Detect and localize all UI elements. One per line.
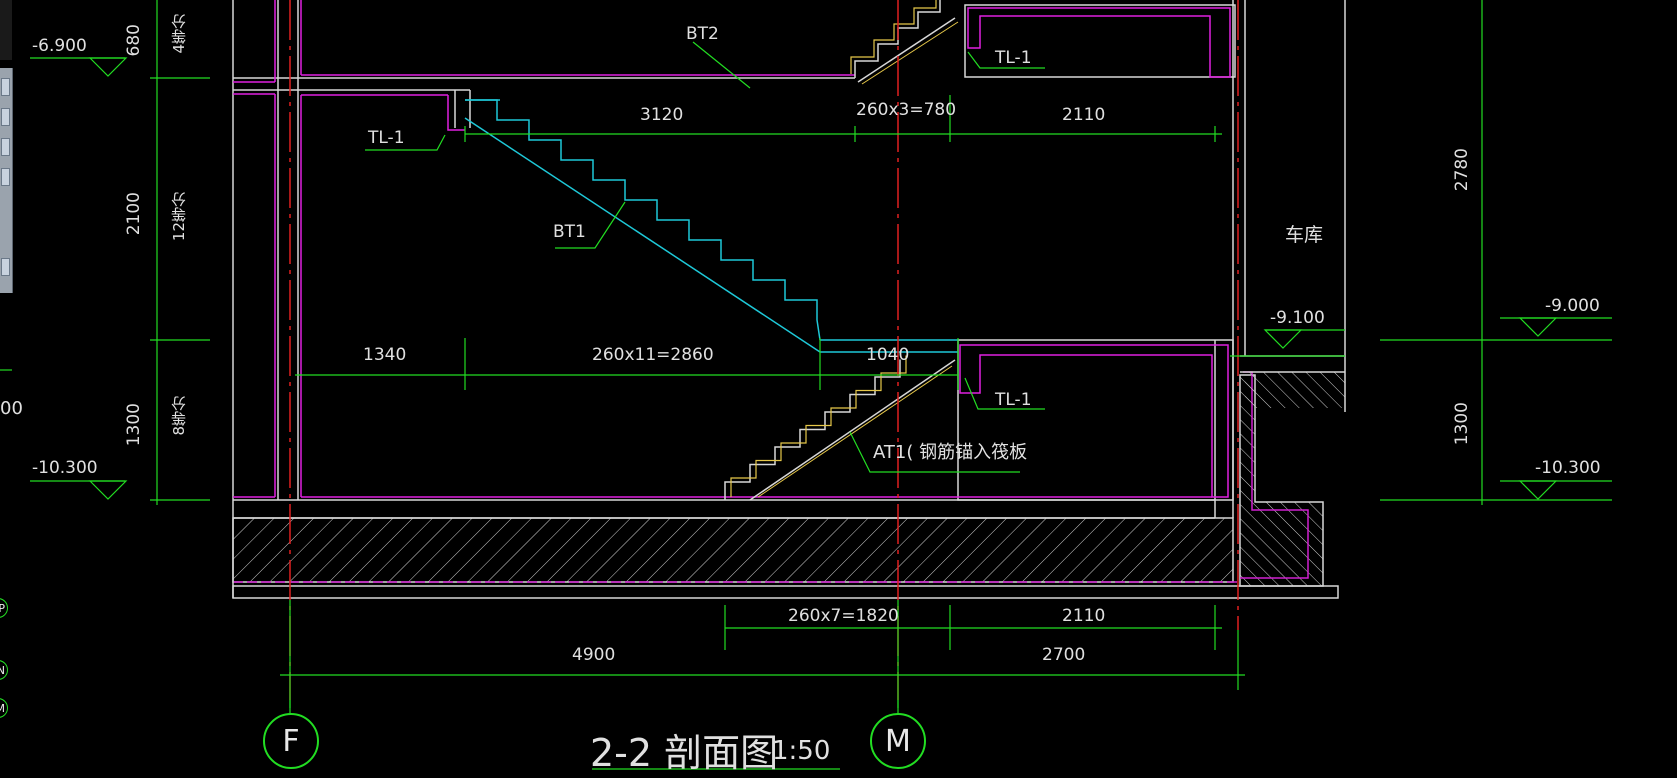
label-tl1-top: TL-1 [995,48,1032,68]
stair-at1-soffit [749,359,956,501]
stair-at1-soffit-y [757,365,953,498]
label-tl1-bottom: TL-1 [995,390,1032,410]
toolbar-button-3[interactable] [1,138,10,156]
dim-left-note-1: 4等分 [170,14,188,54]
stair-at1-finish [730,355,907,497]
toolbar-button-4[interactable] [1,168,10,186]
axis-lines [289,0,1239,700]
dim-overall-2: 2700 [1042,645,1086,665]
axis-bubble-m: M [870,713,926,769]
elevation-bottom-left: -10.300 [32,458,98,478]
dim-overall-1: 4900 [572,645,616,665]
left-toolbar[interactable] [0,68,13,293]
elevation-top-left: -6.900 [32,36,87,56]
dim-middle-3: 1040 [866,345,910,365]
stair-at1 [724,359,901,500]
foundation-base-strip [232,585,1339,599]
drawing-title: 2-2 剖面图 [590,731,779,775]
drawing-scale: 1:50 [772,736,831,766]
left-tab-strip [0,0,12,60]
elevation-mid-right: -9.100 [1270,308,1325,328]
label-at1: AT1( 钢筋锚入筏板 [873,442,1028,463]
walls [232,0,1346,598]
stair-bt1 [465,99,821,341]
dim-left-note-3: 8等分 [170,396,188,436]
label-garage: 车库 [1285,224,1324,246]
toolbar-button-5[interactable] [1,258,10,276]
elevation-right-upper: -9.000 [1545,296,1600,316]
dim-upper-1: 3120 [640,105,684,125]
dimension-lines [0,0,1612,770]
stair-bt2-soffit-y [861,21,959,85]
foundation-slab [232,517,1234,583]
stair-bt2-finish [850,0,937,74]
dim-middle-1: 1340 [363,345,407,365]
label-bt1: BT1 [553,222,586,242]
ground-hatch-right [1245,372,1345,408]
dim-upper-3: 2110 [1062,105,1106,125]
finish-lines [233,0,1231,498]
dim-left-vertical-2: 2100 [124,192,144,236]
dim-lower-2: 2110 [1062,606,1106,626]
dim-middle-2: 260x11=2860 [592,345,714,365]
dim-lower-1: 260x7=1820 [788,606,899,626]
dim-right-vertical-2: 1300 [1452,402,1472,446]
edge-fragment-text: 00 [0,398,23,419]
label-bt2: BT2 [686,24,719,44]
toolbar-button-2[interactable] [1,108,10,126]
label-tl1-left: TL-1 [368,128,405,148]
elevation-right-lower: -10.300 [1535,458,1601,478]
stair-bt1-soffit [464,117,821,353]
stair-bt2-soffit [857,17,956,83]
toolbar-button-1[interactable] [1,78,10,96]
dim-left-vertical-3: 1300 [124,403,144,447]
dim-upper-2: 260x3=780 [856,100,957,120]
dim-left-note-2: 12等分 [170,192,188,242]
axis-bubble-f: F [263,713,319,769]
dim-left-vertical-1: 680 [124,24,144,57]
dim-right-vertical-1: 2780 [1452,148,1472,192]
